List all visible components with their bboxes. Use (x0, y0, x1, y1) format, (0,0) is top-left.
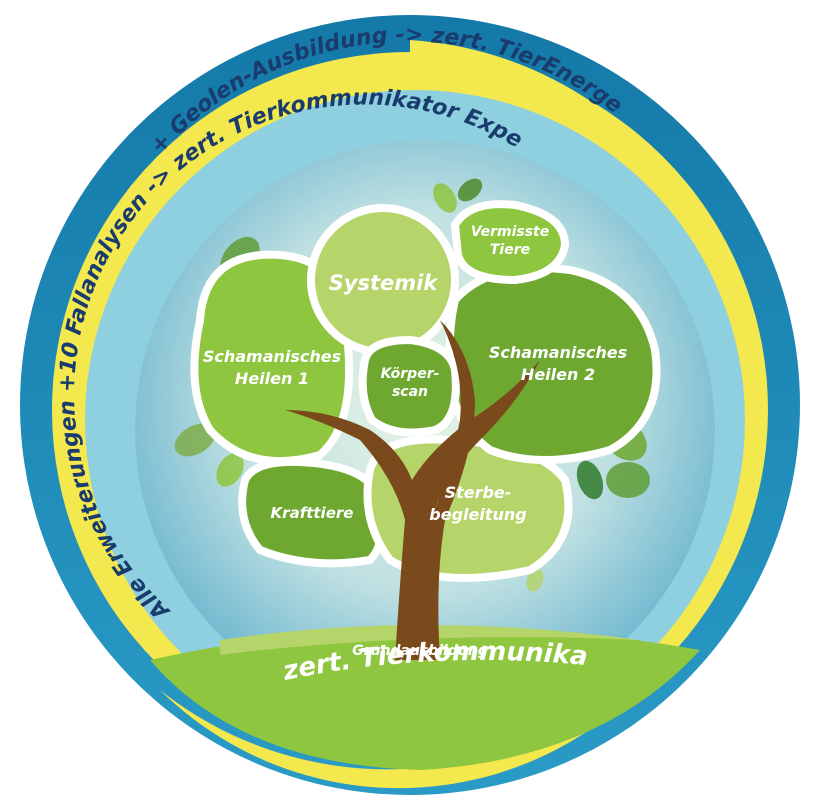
label-scham1-2: Heilen 1 (235, 369, 309, 388)
blob-scham1[interactable] (190, 250, 354, 466)
leaf-icon (576, 460, 604, 500)
label-koerper-2: scan (392, 384, 428, 400)
ground-hill-light (220, 625, 640, 655)
label-scham2-2: Heilen 2 (521, 365, 595, 384)
label-krafttiere: Krafttiere (271, 504, 354, 522)
label-scham1-1: Schamanisches (203, 347, 341, 366)
leaf-icon (174, 423, 216, 457)
tree-trunk (285, 320, 540, 660)
leaf-icon (526, 568, 544, 592)
label-scham2-1: Schamanisches (489, 343, 627, 362)
blob-koerperscan[interactable] (358, 335, 460, 437)
label-sterbe-1: Sterbe- (445, 483, 512, 502)
leaf-icon (433, 183, 457, 213)
label-sterbe-2: begleitung (429, 505, 526, 524)
label-systemik: Systemik (329, 271, 440, 295)
leaf-icon (606, 462, 650, 498)
leaf-icon (457, 178, 483, 202)
label-koerper-1: Körper- (381, 366, 440, 382)
label-vermisste-1: Vermisste (471, 224, 549, 240)
ground-hill (150, 627, 700, 770)
ground-small-label: Grundausbildung (352, 643, 488, 659)
label-vermisste-2: Tiere (490, 242, 530, 258)
blob-vermisste[interactable] (450, 200, 570, 285)
leaf-icon (216, 453, 244, 487)
